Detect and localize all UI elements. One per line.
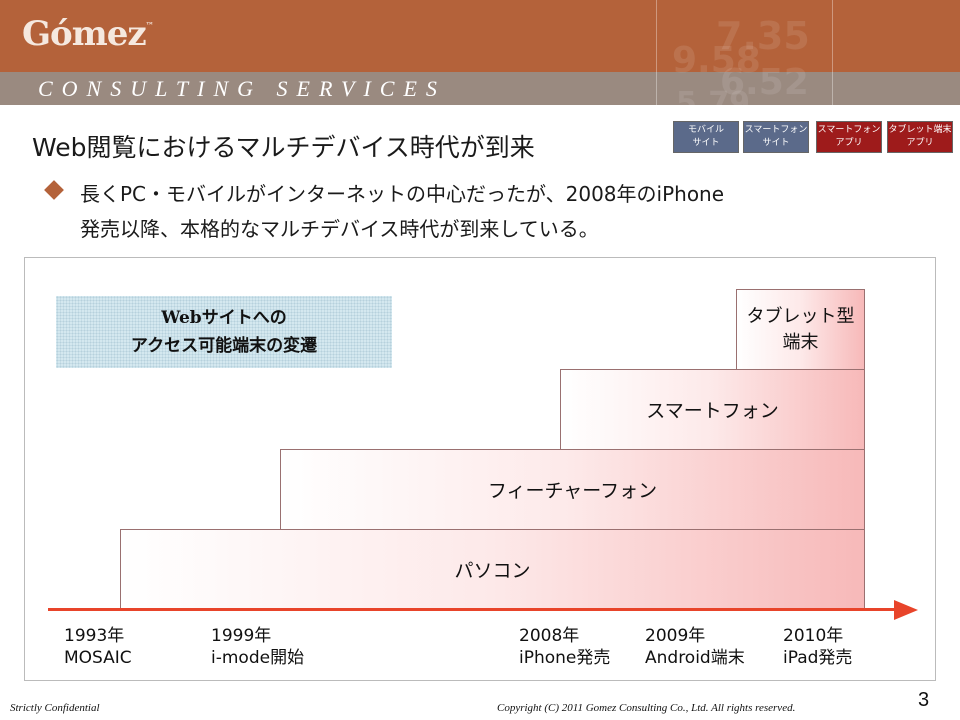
step-pc: パソコン xyxy=(120,529,865,609)
page-number: 3 xyxy=(918,689,930,711)
tag-mobile-site: モバイルサイト xyxy=(673,121,739,153)
tag-smartphone-app: スマートフォンアプリ xyxy=(816,121,882,153)
tagline: CONSULTING SERVICES xyxy=(38,76,446,101)
arrow-head-icon xyxy=(894,600,918,620)
header-divider xyxy=(656,0,657,105)
deco-number: 7.35 xyxy=(716,14,810,58)
lead-text-line-1: 長くPC・モバイルがインターネットの中心だったが、2008年のiPhone xyxy=(80,182,725,206)
tag-tablet-app: タブレット端末アプリ xyxy=(887,121,953,153)
header-band xyxy=(0,72,960,105)
footer-copyright: Copyright (C) 2011 Gomez Consulting Co.,… xyxy=(497,702,796,714)
timeline-axis xyxy=(48,608,896,611)
diamond-bullet-icon xyxy=(44,180,64,200)
header-divider xyxy=(832,0,833,105)
deco-number: 9.58 xyxy=(672,40,761,81)
deco-number: 5.79 xyxy=(676,86,751,105)
step-feature-phone: フィーチャーフォン xyxy=(280,449,865,530)
step-smartphone: スマートフォン xyxy=(560,369,865,450)
tag-smartphone-site: スマートフォンサイト xyxy=(743,121,809,153)
step-tablet: タブレット型端末 xyxy=(736,289,865,370)
diagram-panel xyxy=(24,257,936,681)
header-bar: 7.35 9.58 6.52 5.79 Gómez™ CONSULTING SE… xyxy=(0,0,960,105)
footer-confidential: Strictly Confidential xyxy=(10,702,100,714)
deco-number: 6.52 xyxy=(720,62,809,103)
lead-text-line-2: 発売以降、本格的なマルチデバイス時代が到来している。 xyxy=(80,217,599,241)
page-title: Web閲覧におけるマルチデバイス時代が到来 xyxy=(32,133,535,162)
diagram-label: Webサイトへの アクセス可能端末の変遷 xyxy=(56,296,392,368)
company-logo: Gómez™ xyxy=(22,14,154,54)
